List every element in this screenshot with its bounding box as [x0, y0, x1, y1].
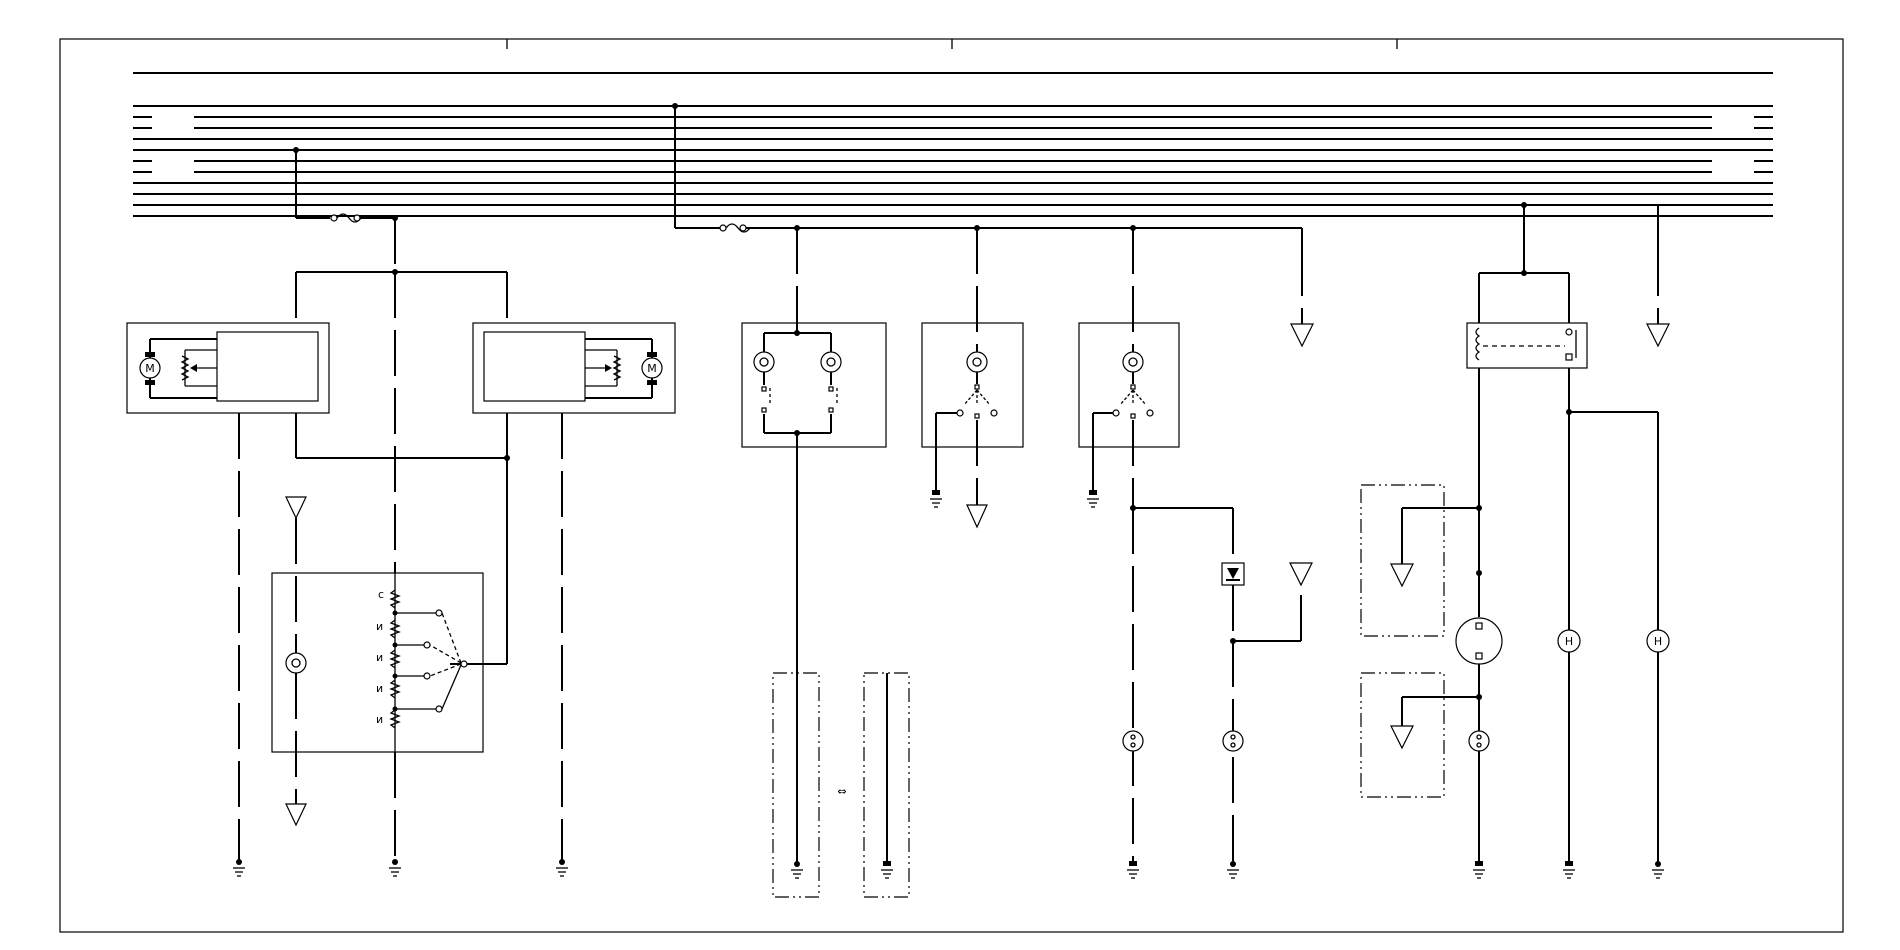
arrow-down-icon [1646, 323, 1670, 348]
relay-heater-section: H H [1360, 202, 1670, 879]
motor-module-right: M [472, 322, 676, 414]
arrow-down-icon [1390, 725, 1414, 750]
branch-arrow-1 [1290, 228, 1314, 348]
ground-icon [233, 859, 568, 877]
potentiometer-left-icon [180, 349, 217, 387]
ground-icon [791, 861, 893, 879]
potentiometer-right-icon [585, 349, 622, 387]
arrow-down-icon [1290, 323, 1314, 348]
lamp-icon [966, 351, 988, 373]
ground-icon [930, 490, 942, 508]
dual-lamp-switch [741, 228, 887, 862]
relay-icon [1466, 322, 1588, 369]
ground-icon [1087, 490, 1099, 508]
bulb-icon [1122, 730, 1244, 752]
fuse-left-icon [330, 213, 362, 223]
arrow-down-icon [1390, 563, 1414, 588]
motor-right-icon: M [641, 339, 663, 398]
heater-1-icon: H [1557, 629, 1581, 653]
ground-icon [1473, 861, 1664, 879]
motor-right-label: M [647, 362, 657, 375]
bulb-icon [1468, 730, 1490, 752]
diode-icon [1221, 562, 1245, 586]
arrow-down-icon [285, 496, 307, 827]
ground-icon [1127, 861, 1239, 879]
svg-text:ᴄ: ᴄ [378, 588, 384, 601]
resistor-switch-box: ᴄ ᴎ ᴎ ᴎ ᴎ [271, 572, 484, 753]
heater-2-label: H [1654, 635, 1662, 648]
lamp-icon [1122, 351, 1144, 373]
fuse-middle-icon [719, 223, 751, 233]
svg-text:ᴎ: ᴎ [376, 620, 383, 633]
arrow-down-icon [1289, 562, 1313, 587]
svg-text:ᴎ: ᴎ [376, 713, 383, 726]
power-bus [133, 72, 1773, 217]
arrow-down-icon [966, 504, 988, 529]
motor-modules-section: M M [126, 218, 676, 877]
lamp-icon [753, 351, 842, 373]
selector-switch-1 [921, 228, 1024, 529]
indicator-bulb-icon [285, 652, 307, 674]
connector-pair: ⇔ [772, 672, 910, 898]
connector-arrow-icon: ⇔ [837, 785, 846, 798]
selector-switch-2 [1078, 228, 1313, 879]
svg-text:ᴎ: ᴎ [376, 651, 383, 664]
drawing-frame [59, 38, 1844, 933]
heater-2-icon: H [1646, 629, 1670, 653]
left-fuse-branch [293, 147, 398, 223]
motor-left-icon: M [139, 339, 161, 398]
resistor-ladder-icon: ᴄ ᴎ ᴎ ᴎ ᴎ [376, 588, 468, 729]
motor-module-left: M [126, 322, 330, 414]
heater-1-label: H [1565, 635, 1573, 648]
motor-left-label: M [145, 362, 155, 375]
svg-text:ᴎ: ᴎ [376, 682, 383, 695]
lamp-large-icon [1455, 617, 1503, 665]
middle-fuse-branch [672, 103, 1302, 233]
